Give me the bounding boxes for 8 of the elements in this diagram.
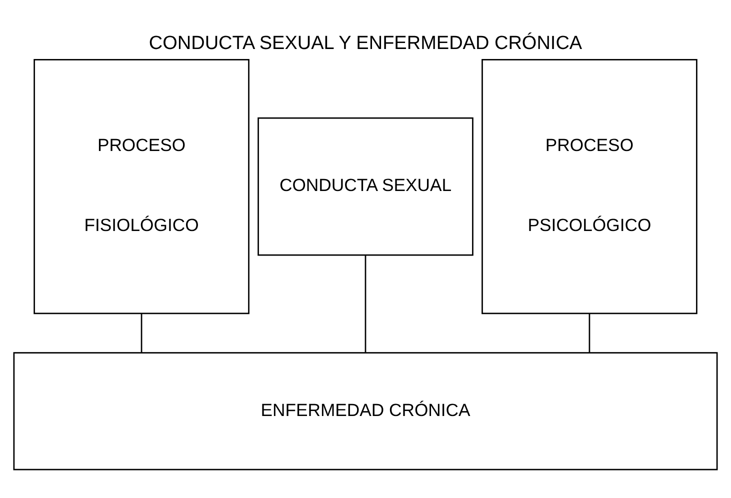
node-box: PROCESO PSICOLÓGICO — [482, 58, 698, 314]
node-box: PROCESO FISIOLÓGICO — [34, 58, 250, 314]
connector — [364, 255, 366, 352]
connector — [588, 314, 590, 353]
node-box: ENFERMEDAD CRÓNICA — [13, 352, 718, 470]
connector — [140, 314, 142, 353]
node-box: CONDUCTA SEXUAL — [258, 117, 474, 256]
diagram-title: CONDUCTA SEXUAL Y ENFERMEDAD CRÓNICA — [148, 33, 582, 54]
